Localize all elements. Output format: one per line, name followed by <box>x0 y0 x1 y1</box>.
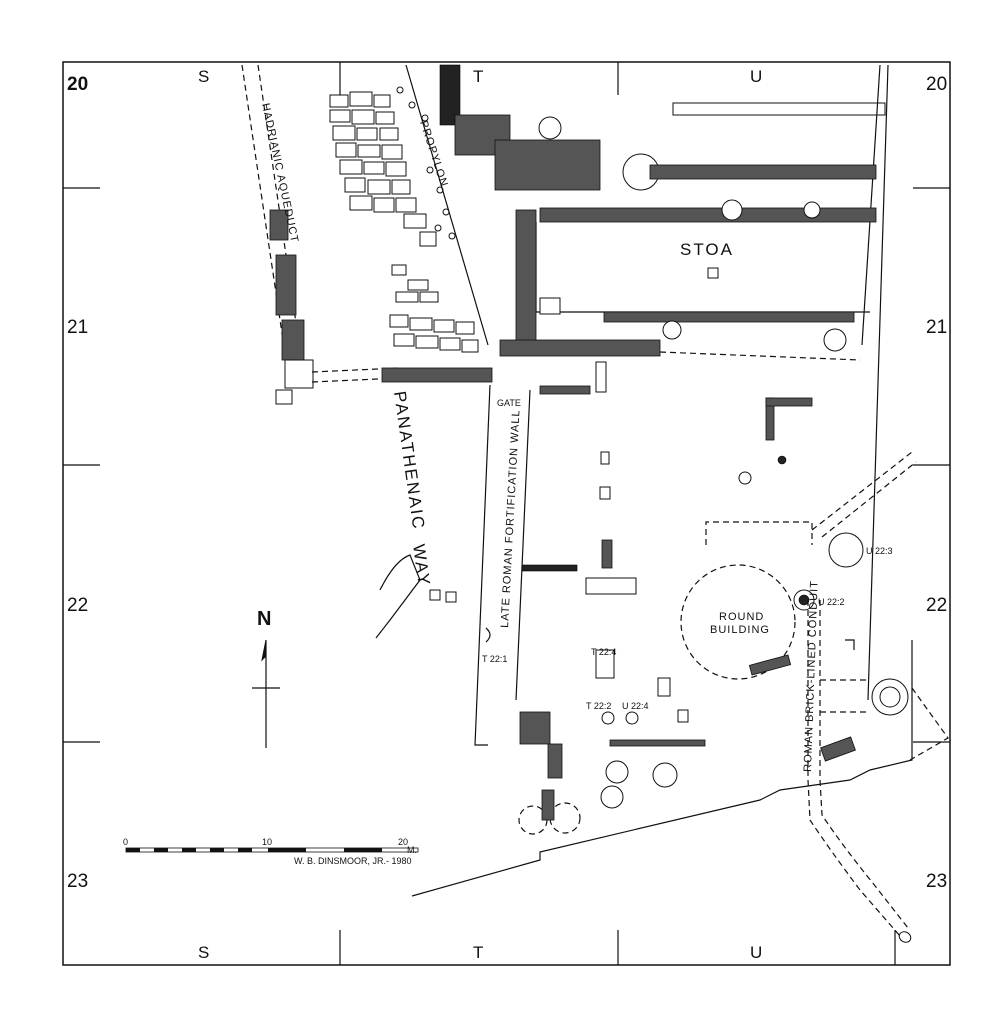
grid-col-top-s: S <box>198 67 209 86</box>
label-t22-4: T 22:4 <box>591 647 616 657</box>
map-frame <box>62 61 951 966</box>
label-t22-1: T 22:1 <box>482 654 507 664</box>
north-arrow: N <box>252 608 280 748</box>
grid-row-right-22: 22 <box>926 595 947 616</box>
label-propylon: PROPYLON <box>417 119 450 188</box>
scale-tick-10: 10 <box>262 837 272 847</box>
scale-unit: M. <box>407 845 417 855</box>
label-t22-2: T 22:2 <box>586 701 611 711</box>
label-u22-2: U 22:2 <box>818 597 845 607</box>
grid-row-right-21: 21 <box>926 317 947 338</box>
grid-col-bottom-s: S <box>198 943 209 962</box>
north-arrow-letter: N <box>257 608 271 630</box>
scale-tick-0: 0 <box>123 837 128 847</box>
round-building-feature <box>680 451 949 762</box>
grid-row-left-23: 23 <box>67 871 88 892</box>
hadrianic-aqueduct-feature <box>241 64 401 405</box>
grid-col-bottom-t: T <box>473 943 483 962</box>
grid-row-left-22: 22 <box>67 595 88 616</box>
panathenaic-way-edge <box>375 367 493 639</box>
grid-col-bottom-u: U <box>750 943 762 962</box>
grid-row-left-21: 21 <box>67 317 88 338</box>
label-stoa: STOA <box>680 240 734 259</box>
scale-tick-20: 20 <box>398 837 408 847</box>
grid-col-top-u: U <box>750 67 762 86</box>
late-roman-wall <box>474 384 531 746</box>
label-panathenaic: PANATHENAIC <box>390 390 428 532</box>
western-block-cluster <box>389 264 479 353</box>
label-late-roman-wall: LATE ROMAN FORTIFICATION WALL <box>499 409 522 628</box>
grid-row-left-20: 20 <box>67 74 88 95</box>
grid-col-top-t: T <box>473 67 483 86</box>
label-way: WAY <box>409 543 434 588</box>
label-round-building-2: BUILDING <box>710 624 770 636</box>
scattered-features <box>485 397 813 835</box>
label-u22-3: U 22:3 <box>866 546 893 556</box>
label-gate: GATE <box>497 398 521 408</box>
label-round-building-1: ROUND <box>719 611 764 623</box>
scale-credit: W. B. DINSMOOR, JR.- 1980 <box>294 856 412 866</box>
grid-ticks <box>63 62 950 965</box>
roman-brick-lined-conduit <box>807 600 912 943</box>
stoa-structure <box>439 64 889 701</box>
grid-row-right-23: 23 <box>926 871 947 892</box>
label-u22-4: U 22:4 <box>622 701 649 711</box>
propylon-blocks <box>329 64 489 346</box>
southern-terrace-line <box>411 640 913 897</box>
grid-row-right-20: 20 <box>926 74 947 95</box>
scale-bar: 0 10 20 M. W. B. DINSMOOR, JR.- 1980 <box>123 837 419 866</box>
